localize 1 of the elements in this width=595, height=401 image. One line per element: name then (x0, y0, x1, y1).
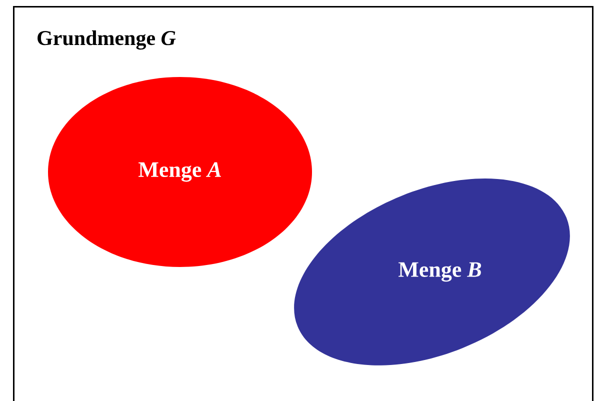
heading: Grundmenge G (38, 30, 176, 50)
